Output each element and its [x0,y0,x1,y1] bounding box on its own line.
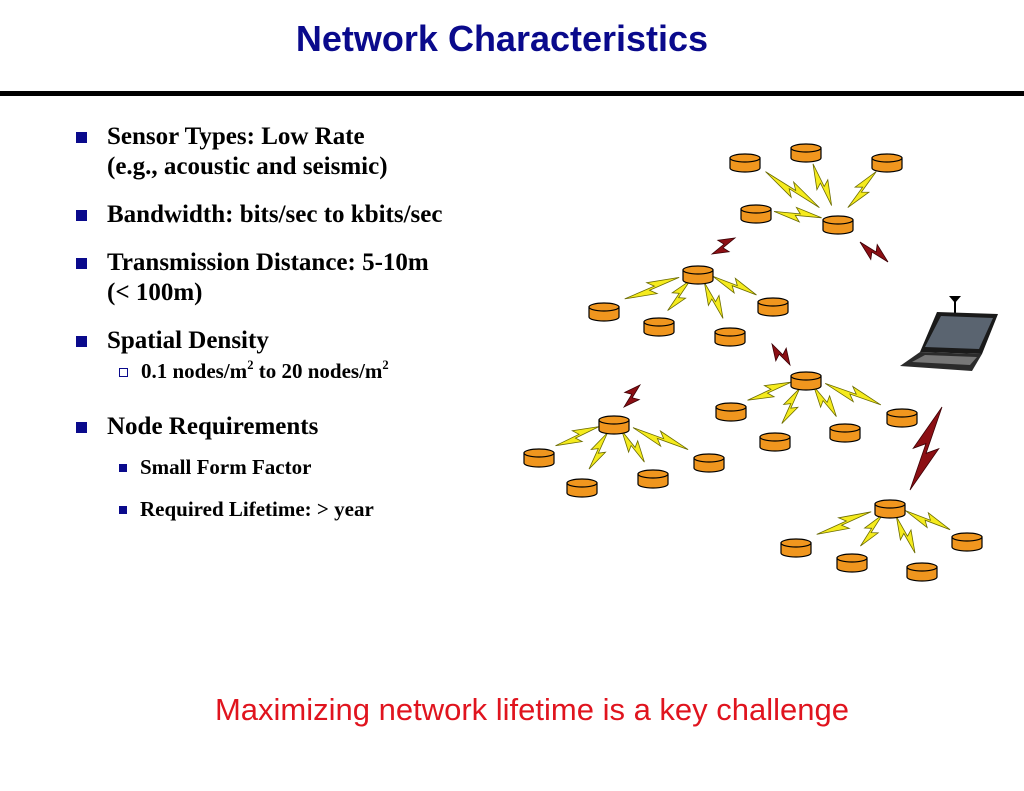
sensor-node-icon [740,204,772,224]
title-divider [0,91,1024,96]
square-bullet-icon [76,210,87,221]
bullet-transmission-distance: Transmission Distance: 5-10m (< 100m) [76,248,546,308]
density-range-text: 0.1 nodes/m2 to 20 nodes/m2 [141,358,389,383]
square-bullet-icon [119,506,127,514]
sensor-node-icon [566,478,598,498]
bandwidth-text: Bandwidth: bits/sec to kbits/sec [107,201,443,228]
bullet-bandwidth: Bandwidth: bits/sec to kbits/sec [76,200,546,230]
sensor-node-icon [643,317,675,337]
sensor-node-icon [637,469,669,489]
sensor-node-icon [759,432,791,452]
lifetime-text: Required Lifetime: > year [140,497,374,521]
lightning-bolt-icon [813,386,837,417]
slide-title: Network Characteristics [295,18,709,59]
uplink-bolt-icon [710,237,737,255]
sub-bullet-lifetime: Required Lifetime: > year [119,496,546,522]
lightning-bolt-icon [667,280,691,311]
square-bullet-icon [76,336,87,347]
sensor-node-icon [523,448,555,468]
lightning-bolt-icon [704,282,724,319]
sensor-node-icon [693,453,725,473]
lightning-bolt-icon [781,387,801,424]
hollow-square-bullet-icon [119,368,128,377]
bullet-list: Sensor Types: Low Rate (e.g., acoustic a… [76,122,546,538]
square-bullet-icon [76,132,87,143]
spatial-density-text: Spatial Density [107,327,269,354]
lightning-bolt-icon [847,171,877,208]
sensor-node-icon [790,143,822,163]
sensor-node-icon [829,423,861,443]
sensor-node-icon [822,215,854,235]
distance-text: Transmission Distance: 5-10m [107,249,429,276]
uplink-bolt-icon [771,342,791,367]
sensor-nodes [523,143,983,582]
sensor-node-icon [588,302,620,322]
uplink-bolt-icon [909,406,943,491]
node-requirements-text: Node Requirements [107,413,319,440]
sensor-node-icon [682,265,714,285]
sensor-node-icon [836,553,868,573]
uplink-bolt-icon [859,241,889,263]
sensor-node-icon [714,327,746,347]
sensor-types-text: Sensor Types: Low Rate [107,123,365,150]
sensor-node-icon [951,532,983,552]
form-factor-text: Small Form Factor [140,455,312,479]
lightning-bolt-icon [905,510,951,531]
sensor-types-example: (e.g., acoustic and seismic) [107,153,388,180]
lightning-bolt-icon [896,516,916,554]
lightning-bolt-icon [824,383,882,406]
lightning-bolt-icon [816,511,872,535]
lightning-bolt-icon [712,276,757,296]
sensor-node-icon [790,371,822,391]
sensor-node-icon [874,499,906,519]
sensor-node-icon [757,297,789,317]
bullet-node-requirements: Node Requirements [76,412,546,442]
bullet-spatial-density: Spatial Density [76,326,546,356]
laptop-icon [900,296,998,371]
lightning-bolt-icon [588,432,608,470]
sensor-node-icon [886,408,918,428]
lightning-bolt-icon [632,427,689,450]
square-bullet-icon [76,258,87,269]
lightning-bolt-icon [747,381,792,401]
sensor-network-diagram [523,143,998,582]
sub-bullet-form-factor: Small Form Factor [119,454,546,480]
sensor-node-icon [729,153,761,173]
square-bullet-icon [119,464,127,472]
lightning-bolt-icon [555,426,600,447]
lightning-bolt-icon [621,430,645,463]
lightning-bolt-icon [773,206,822,223]
sensor-node-icon [598,415,630,435]
sensor-node-icon [906,562,938,582]
lightning-bolt-icon [765,171,820,208]
bullet-sensor-types: Sensor Types: Low Rate (e.g., acoustic a… [76,122,546,182]
lightning-bolt-icon [812,163,832,206]
square-bullet-icon [76,422,87,433]
sensor-node-icon [715,402,747,422]
sensor-node-icon [780,538,812,558]
lightning-bolt-icon [624,277,680,300]
distance-limit: (< 100m) [107,279,203,306]
sub-bullet-density-range: 0.1 nodes/m2 to 20 nodes/m2 [119,358,546,384]
lightning-bolt-icon [860,514,883,547]
key-challenge-text: Maximizing network lifetime is a key cha… [214,692,850,727]
uplink-bolt-icon [622,384,642,408]
sensor-node-icon [871,153,903,173]
